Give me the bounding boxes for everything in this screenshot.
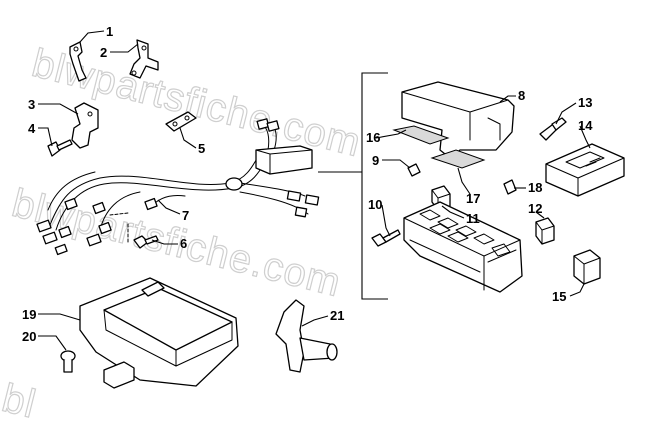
part-9-fuse[interactable] bbox=[407, 163, 421, 177]
part-5-plate[interactable] bbox=[165, 111, 197, 132]
callout-11: 11 bbox=[466, 211, 480, 226]
part-18-fuse[interactable] bbox=[503, 179, 517, 195]
callout-leaders bbox=[38, 30, 591, 351]
part-2-bracket[interactable] bbox=[129, 39, 159, 79]
part-10-bolt[interactable] bbox=[371, 229, 401, 247]
part-12-relay[interactable] bbox=[535, 217, 555, 245]
callout-19: 19 bbox=[22, 307, 36, 322]
callout-16: 16 bbox=[366, 130, 380, 145]
part-8-fuse-box-cover[interactable] bbox=[401, 81, 515, 159]
callout-20: 20 bbox=[22, 329, 36, 344]
part-16-gasket[interactable] bbox=[392, 125, 450, 145]
callout-13: 13 bbox=[578, 95, 592, 110]
callout-7: 7 bbox=[182, 208, 189, 223]
part-19-ecu-module[interactable] bbox=[79, 277, 239, 389]
fuse-box-body[interactable] bbox=[403, 201, 523, 293]
part-20-screw[interactable] bbox=[60, 350, 76, 373]
callout-18: 18 bbox=[528, 180, 542, 195]
callout-10: 10 bbox=[368, 197, 382, 212]
part-6-bolt[interactable] bbox=[127, 223, 159, 249]
part-14-fuse-tray[interactable] bbox=[545, 143, 625, 197]
part-7-wiring-harness[interactable] bbox=[36, 118, 320, 256]
part-17-gasket[interactable] bbox=[430, 149, 486, 169]
callout-2: 2 bbox=[100, 45, 107, 60]
callout-8: 8 bbox=[518, 88, 525, 103]
watermark-text-bottom: bl bbox=[0, 376, 41, 421]
callout-numbers: 1 2 3 4 5 6 7 8 9 10 11 12 13 14 15 16 1… bbox=[22, 24, 593, 344]
callout-21: 21 bbox=[330, 308, 344, 323]
part-4-bolt[interactable] bbox=[47, 139, 73, 157]
callout-14: 14 bbox=[578, 118, 593, 133]
callout-6: 6 bbox=[180, 236, 187, 251]
callout-5: 5 bbox=[198, 141, 205, 156]
part-15-connector[interactable] bbox=[573, 249, 601, 285]
callout-1: 1 bbox=[106, 24, 113, 39]
part-13-clip[interactable] bbox=[539, 117, 567, 141]
callout-3: 3 bbox=[28, 97, 35, 112]
part-21-sensor[interactable] bbox=[275, 299, 338, 373]
callout-15: 15 bbox=[552, 289, 566, 304]
callout-9: 9 bbox=[372, 153, 379, 168]
part-3-bracket[interactable] bbox=[71, 102, 99, 149]
callout-4: 4 bbox=[28, 121, 36, 136]
callout-17: 17 bbox=[466, 191, 480, 206]
group-bracket bbox=[361, 72, 388, 300]
part-1-bracket[interactable] bbox=[69, 41, 87, 82]
callout-12: 12 bbox=[528, 201, 542, 216]
